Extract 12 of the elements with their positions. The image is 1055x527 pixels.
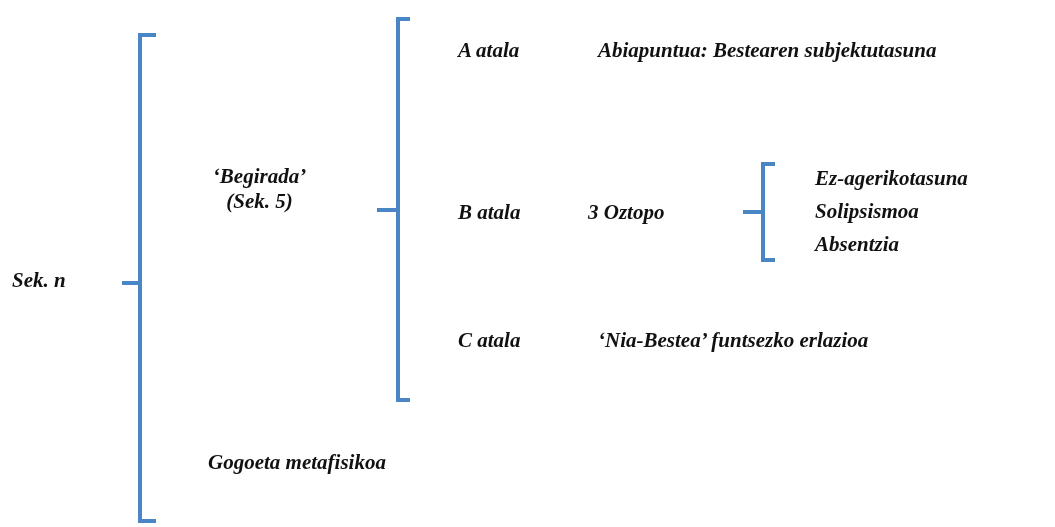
outline-label: A atala: [458, 38, 520, 64]
outline-label: Gogoeta metafisikoa: [208, 450, 386, 476]
outline-label: Abiapuntua: Bestearen subjektutasuna: [598, 38, 937, 64]
outline-label: ‘Nia-Bestea’ funtsezko erlazioa: [598, 328, 869, 354]
outline-label: Ez-agerikotasuna: [815, 166, 968, 192]
outline-label: 3 Oztopo: [588, 200, 665, 226]
outline-label: B atala: [458, 200, 521, 226]
outline-label: C atala: [458, 328, 521, 354]
outline-label: Sek. n: [12, 268, 66, 294]
outline-label: ‘Begirada’ (Sek. 5): [211, 164, 308, 215]
outline-label: Solipsismoa: [815, 199, 919, 225]
outline-label: Absentzia: [815, 232, 900, 258]
